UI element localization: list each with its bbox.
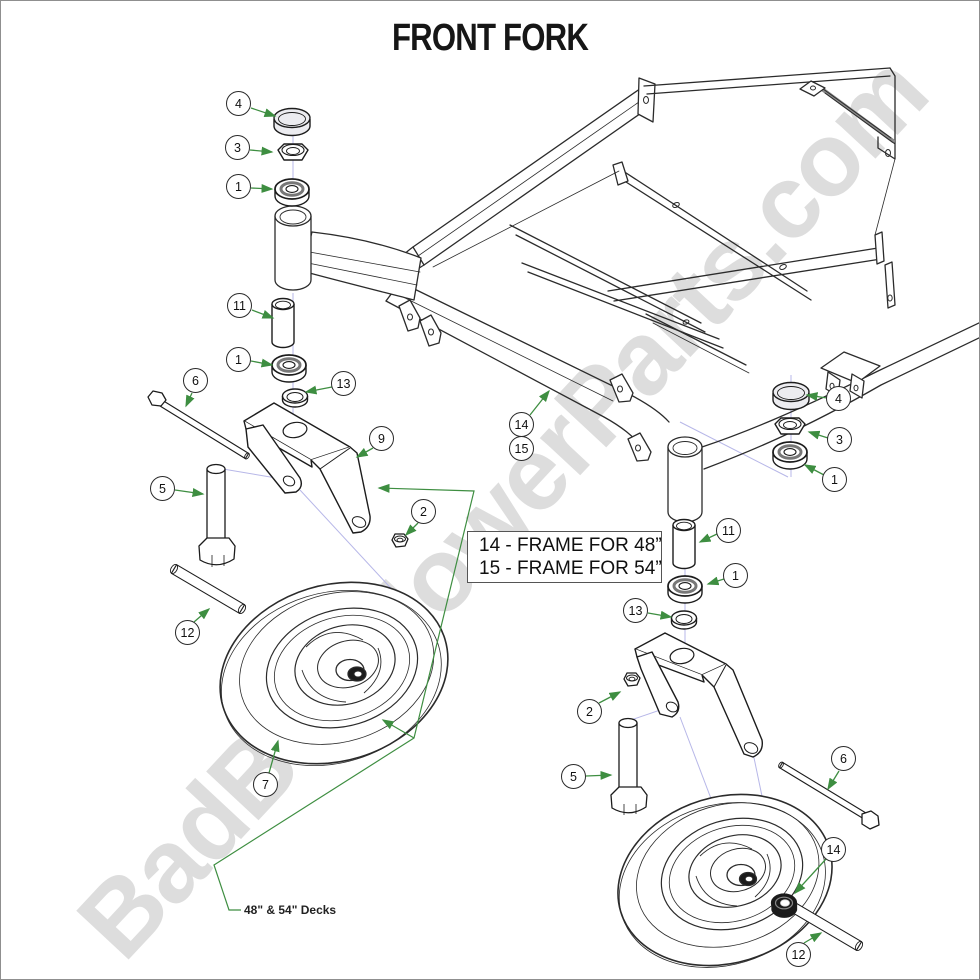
frame-size-note-48: 14 - FRAME FOR 48” bbox=[479, 535, 662, 556]
callout-6: 6 bbox=[831, 746, 856, 771]
callout-5: 5 bbox=[150, 476, 175, 501]
callout-4: 4 bbox=[826, 386, 851, 411]
callout-6: 6 bbox=[183, 368, 208, 393]
right-top-hardware bbox=[772, 381, 810, 470]
callout-1: 1 bbox=[822, 467, 847, 492]
callout-9: 9 bbox=[369, 426, 394, 451]
decks-label: 48" & 54" Decks bbox=[244, 903, 337, 917]
callout-2: 2 bbox=[411, 499, 436, 524]
callout-3: 3 bbox=[827, 427, 852, 452]
leader-arrows bbox=[174, 107, 840, 944]
left-small-hardware bbox=[147, 390, 409, 615]
left-wheel-assembly bbox=[219, 581, 449, 767]
callout-12: 12 bbox=[175, 620, 200, 645]
callout-12: 12 bbox=[786, 942, 811, 967]
frame-weldment bbox=[274, 67, 979, 523]
right-wheel-assembly bbox=[617, 793, 833, 968]
left-fork-weldment bbox=[243, 402, 371, 534]
callout-5: 5 bbox=[561, 764, 586, 789]
callout-15: 15 bbox=[509, 436, 534, 461]
right-fork-weldment bbox=[634, 632, 763, 758]
callout-14: 14 bbox=[821, 837, 846, 862]
callout-11: 11 bbox=[716, 518, 741, 543]
left-mid-hardware bbox=[271, 297, 309, 408]
callout-13: 13 bbox=[331, 371, 356, 396]
callout-1: 1 bbox=[226, 174, 251, 199]
callout-1: 1 bbox=[226, 347, 251, 372]
callout-3: 3 bbox=[225, 135, 250, 160]
callout-1: 1 bbox=[723, 563, 748, 588]
right-mid-hardware bbox=[667, 518, 703, 630]
page-title: FRONT FORK bbox=[391, 17, 589, 59]
callout-7: 7 bbox=[253, 772, 278, 797]
frame-size-note-box: 14 - FRAME FOR 48” 15 - FRAME FOR 54” bbox=[467, 531, 662, 583]
callout-14: 14 bbox=[509, 412, 534, 437]
callout-13: 13 bbox=[623, 598, 648, 623]
right-small-hardware bbox=[610, 672, 880, 952]
left-top-hardware bbox=[273, 107, 311, 207]
callout-4: 4 bbox=[226, 91, 251, 116]
callout-11: 11 bbox=[227, 293, 252, 318]
frame-size-note-54: 15 - FRAME FOR 54” bbox=[479, 558, 662, 579]
callout-2: 2 bbox=[577, 699, 602, 724]
